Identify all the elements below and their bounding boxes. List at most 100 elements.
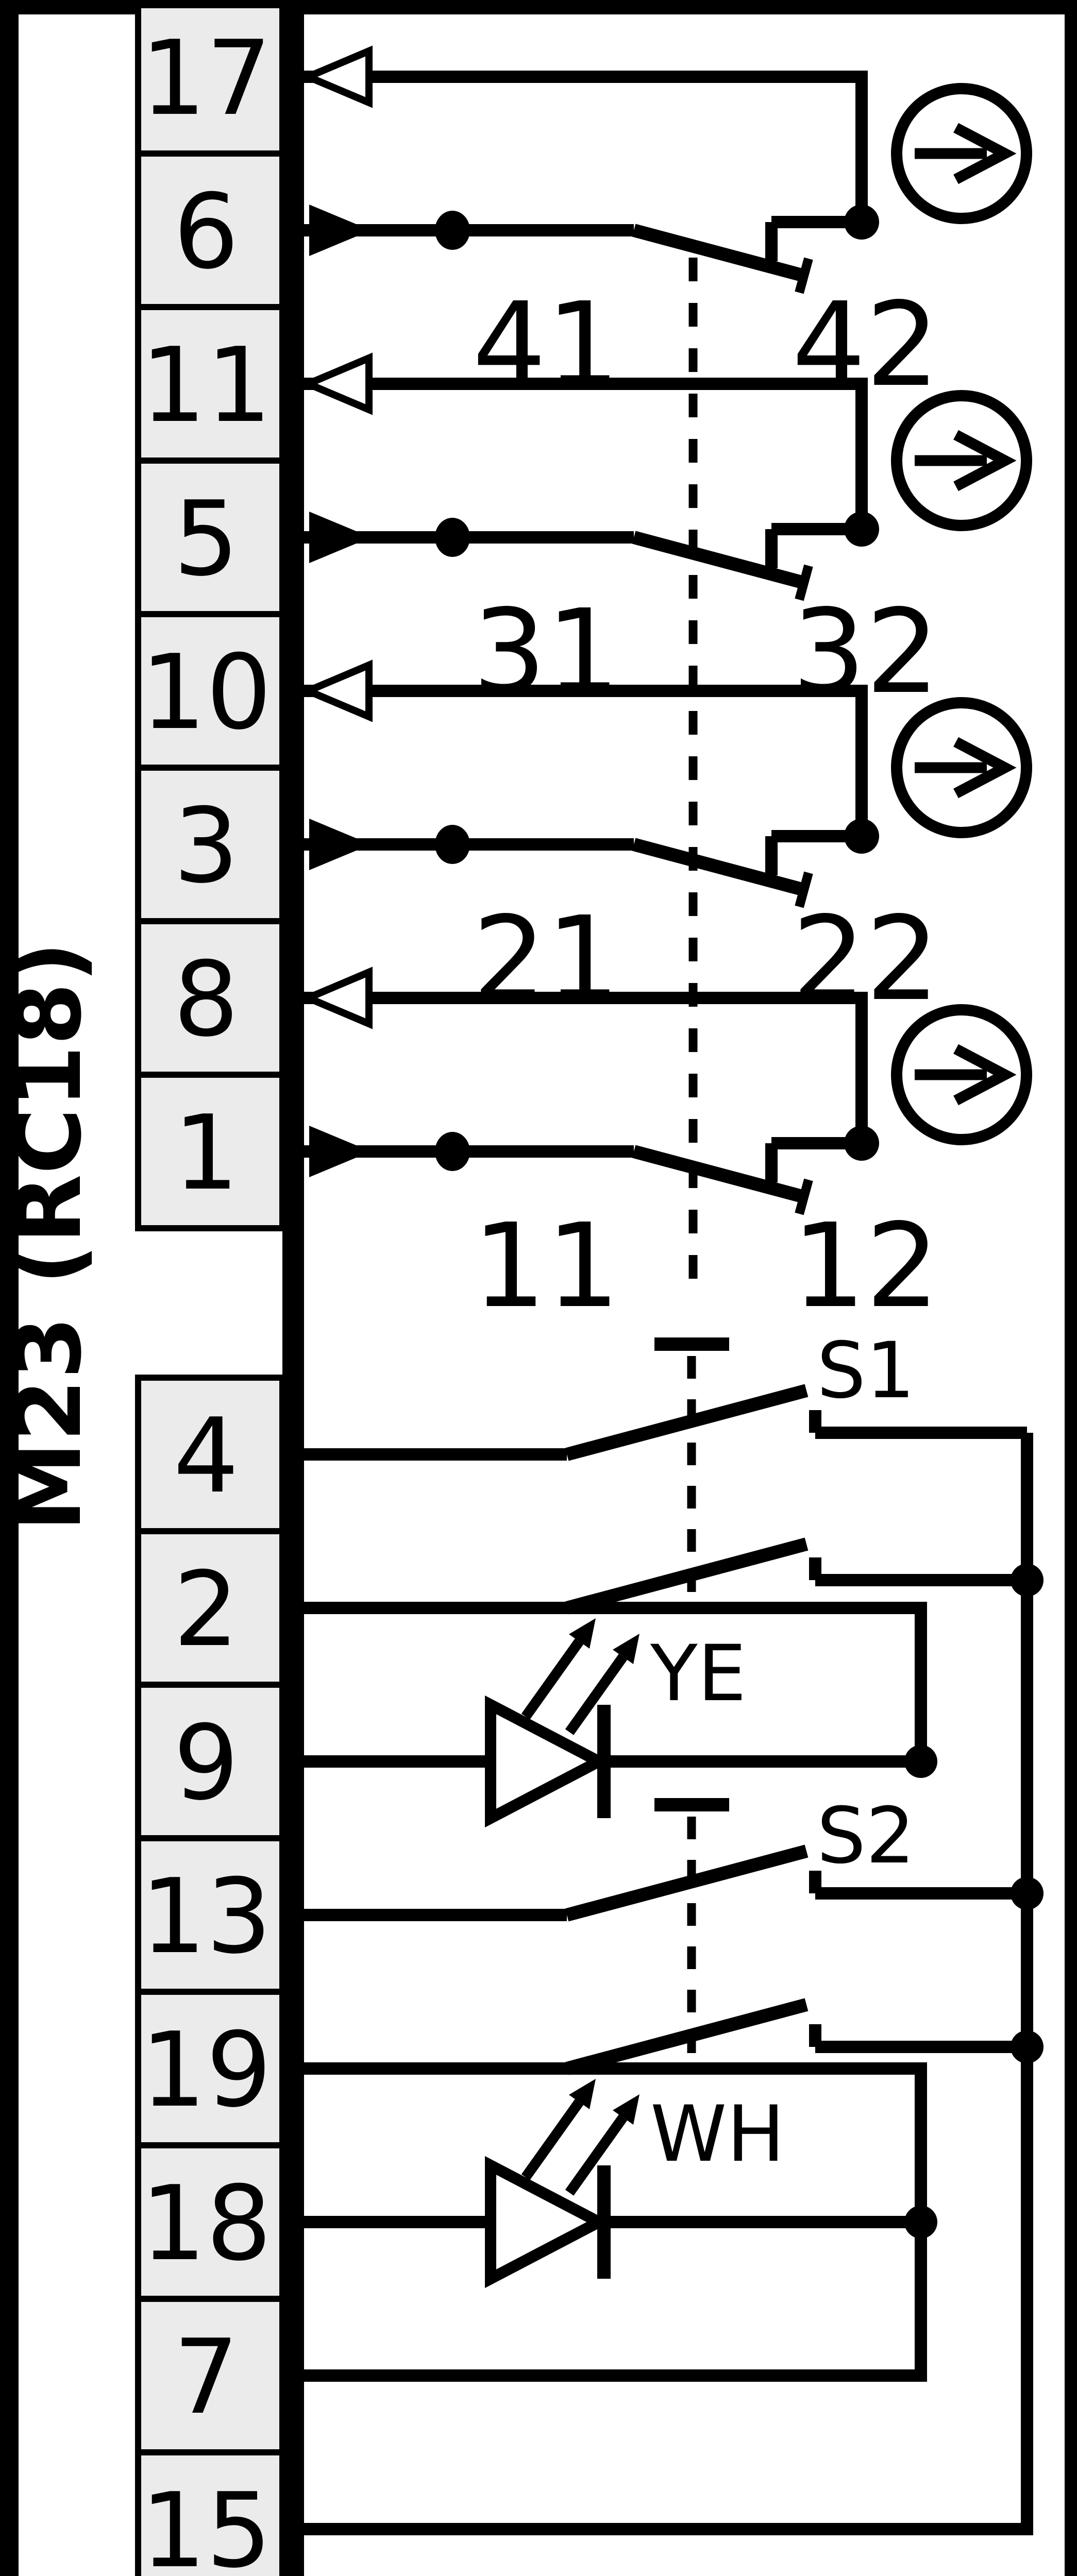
terminal-32: 32 <box>792 585 939 720</box>
pivot-dot <box>435 211 470 250</box>
circle-right-arrow-icon <box>891 390 1032 531</box>
pin-box <box>135 1528 285 1688</box>
s2-blade-lower <box>565 1998 809 2075</box>
led-emission-arrow <box>565 2114 628 2196</box>
filled-right-arrow-icon <box>309 512 371 563</box>
switch-s2-group <box>304 1798 1027 2222</box>
hollow-left-arrow-icon <box>299 659 373 722</box>
pin-label-9: 9 <box>173 1703 239 1823</box>
led-emission-arrowhead <box>613 2094 640 2125</box>
pin-label-13: 13 <box>141 1857 272 1977</box>
led-emission-arrow <box>521 2099 584 2180</box>
terminal-12: 12 <box>792 1199 939 1334</box>
s2-blade-upper <box>565 1844 809 1922</box>
contact-blade-cap <box>795 257 813 294</box>
led-emission-arrow <box>565 1654 628 1735</box>
pin-label-8: 8 <box>173 940 239 1060</box>
led-diode-icon <box>485 2156 611 2289</box>
pin-box <box>135 150 285 310</box>
connector-label: M23 (RC18) <box>0 941 102 1531</box>
led-diode-icon <box>485 1695 611 1828</box>
led-emission-arrowhead <box>613 1634 640 1664</box>
terminal-42: 42 <box>792 278 939 413</box>
circle-arrow <box>915 430 1017 492</box>
led-label-ye: YE <box>650 1629 746 1719</box>
s1-blade-lower <box>565 1537 809 1615</box>
frame-left <box>0 0 19 2576</box>
pin-box-column-bottom: 4 2 9 13 19 18 7 15 <box>135 1375 285 2576</box>
junction-dot <box>1011 2030 1044 2063</box>
pin15-wire-and-bus <box>304 1433 1033 2535</box>
contact-blade <box>632 838 806 896</box>
circle-right-arrow-icon <box>891 83 1032 224</box>
pin-box <box>135 1375 285 1534</box>
pivot-dot <box>435 1132 470 1171</box>
led-emission-arrow <box>521 1638 584 1720</box>
pin-arrows <box>299 45 373 1177</box>
contact-blade <box>632 224 806 282</box>
contact-out-wire <box>304 685 868 836</box>
led-ye-group <box>304 1618 921 1828</box>
s2-seat-upper <box>809 1871 1027 1900</box>
circle-right-arrow-icon <box>891 697 1032 838</box>
contact-blade-cap <box>795 1178 813 1215</box>
pin-label-17: 17 <box>141 19 272 139</box>
junction-dot <box>904 1745 937 1778</box>
led-label-wh: WH <box>650 2090 785 2179</box>
contact-blade-cap <box>795 871 813 908</box>
connector-pin-bar <box>282 0 304 2576</box>
hollow-left-arrow-icon <box>299 967 373 1029</box>
pin-box <box>135 457 285 617</box>
led-emission-arrowhead <box>569 1618 596 1649</box>
pin-label-15: 15 <box>141 2471 272 2576</box>
s1-blade-upper <box>565 1384 809 1461</box>
led-emission-arrowhead <box>569 2079 596 2109</box>
terminal-11: 11 <box>473 1199 620 1334</box>
contact-blade <box>632 1145 806 1204</box>
switch-label-s2: S2 <box>817 1791 915 1881</box>
pin-label-7: 7 <box>173 2317 239 2437</box>
filled-right-arrow-icon <box>309 205 371 256</box>
pin-label-18: 18 <box>141 2164 272 2284</box>
contact-blade-cap <box>795 564 813 601</box>
contact-out-wire <box>304 71 868 222</box>
filled-right-arrow-icon <box>309 819 371 870</box>
switch-label-s1: S1 <box>817 1326 915 1416</box>
hollow-left-arrow-icon <box>299 45 373 108</box>
pin2-wire <box>304 1602 927 1761</box>
pin-label-19: 19 <box>141 2010 272 2130</box>
circle-arrow <box>915 123 1017 184</box>
contact-terminal-labels: 41 42 31 32 21 22 11 12 <box>473 278 939 1334</box>
pin19-wire <box>304 2062 927 2222</box>
pin-label-6: 6 <box>173 172 239 292</box>
junction-dot <box>1011 1564 1044 1597</box>
terminal-41: 41 <box>473 278 620 413</box>
terminal-22: 22 <box>792 892 939 1027</box>
hollow-left-arrow-icon <box>299 352 373 415</box>
output-indicators <box>891 83 1032 1145</box>
pivot-dot <box>435 825 470 864</box>
s1-seat-lower <box>809 1557 1027 1586</box>
pin-box <box>135 1072 285 1231</box>
nc-contact-dots <box>435 205 879 1171</box>
pin-label-5: 5 <box>173 479 239 599</box>
terminal-31: 31 <box>473 585 620 720</box>
contact-out-wire <box>304 992 868 1143</box>
pin-box-column-top: 17 6 11 5 10 3 8 1 <box>135 2 285 1231</box>
pin-box <box>135 2 285 157</box>
pin-label-1: 1 <box>173 1093 239 1213</box>
junction-dot <box>844 1126 879 1161</box>
junction-dot <box>1011 1877 1044 1910</box>
pin-label-10: 10 <box>141 633 272 753</box>
junction-dot <box>904 2206 937 2239</box>
junction-dot <box>844 819 879 854</box>
common-bus-group <box>304 1433 1033 2535</box>
pin-label-3: 3 <box>173 786 239 906</box>
led-wh-group <box>304 2079 921 2289</box>
bus-junction-dots <box>904 1564 1044 2239</box>
pivot-dot <box>435 518 470 557</box>
pin-box <box>135 918 285 1078</box>
